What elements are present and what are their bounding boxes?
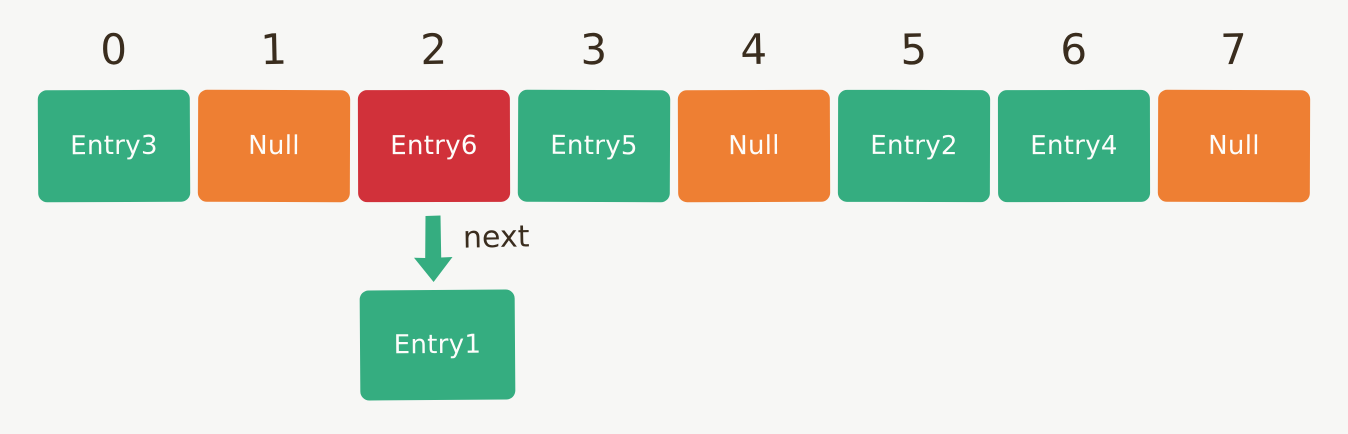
bucket-cell-2: Entry6 bbox=[357, 89, 511, 203]
bucket-cell-7: Null bbox=[1157, 89, 1311, 203]
bucket-index-label-1: 1 bbox=[259, 24, 289, 75]
bucket-index-label-0: 0 bbox=[99, 24, 129, 75]
bucket-cell-3: Entry5 bbox=[517, 89, 671, 203]
bucket-cell-5: Entry2 bbox=[837, 89, 991, 203]
bucket-cell-label-5: Entry2 bbox=[870, 130, 958, 162]
bucket-cell-label-0: Entry3 bbox=[70, 130, 158, 162]
bucket-cell-label-2: Entry6 bbox=[390, 130, 478, 162]
chain-next-label: next bbox=[462, 219, 530, 256]
bucket-cell-6: Entry4 bbox=[997, 89, 1151, 203]
bucket-cell-label-3: Entry5 bbox=[550, 130, 638, 162]
bucket-cell-0: Entry3 bbox=[37, 89, 191, 203]
bucket-index-label-3: 3 bbox=[579, 24, 609, 75]
chain-node-label: Entry1 bbox=[393, 329, 482, 361]
arrow-down-icon bbox=[411, 214, 455, 284]
bucket-index-label-4: 4 bbox=[739, 24, 769, 75]
bucket-index-row: 0 1 2 3 4 5 6 7 bbox=[38, 24, 1310, 82]
bucket-cell-1: Null bbox=[197, 89, 351, 203]
chain-node-entry1: Entry1 bbox=[359, 289, 516, 401]
bucket-index-label-7: 7 bbox=[1219, 24, 1249, 75]
bucket-cell-label-7: Null bbox=[1208, 130, 1260, 162]
bucket-cell-label-1: Null bbox=[248, 130, 300, 162]
bucket-index-label-2: 2 bbox=[419, 24, 449, 75]
bucket-cell-label-6: Entry4 bbox=[1030, 130, 1118, 162]
bucket-cell-4: Null bbox=[677, 89, 831, 203]
bucket-cell-label-4: Null bbox=[728, 130, 780, 162]
bucket-array: Entry3 Null Entry6 Entry5 Null Entry2 En… bbox=[37, 89, 1311, 203]
bucket-index-label-6: 6 bbox=[1059, 24, 1089, 75]
bucket-index-label-5: 5 bbox=[899, 24, 929, 75]
